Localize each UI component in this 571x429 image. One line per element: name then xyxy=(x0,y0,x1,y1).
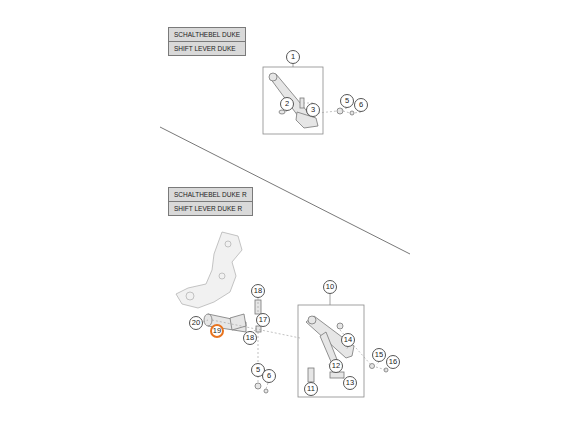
callout-number-text: 16 xyxy=(389,358,397,366)
callout-number: 18 xyxy=(243,331,257,345)
divider-line xyxy=(160,127,410,254)
callout-number: 16 xyxy=(386,355,400,369)
title-text: SCHALTHEBEL DUKE R xyxy=(168,187,253,202)
callout-number: 6 xyxy=(262,369,276,383)
callout-number: 14 xyxy=(341,333,355,347)
callout-number: 15 xyxy=(372,348,386,362)
leader-line xyxy=(330,294,331,305)
callout-number: 5 xyxy=(340,94,354,108)
callout-number: 12 xyxy=(329,359,343,373)
shift-lever-duke-r xyxy=(204,300,388,393)
callout-number-text: 20 xyxy=(192,319,200,327)
callout-number-text: 11 xyxy=(307,385,315,393)
title-text: SCHALTHEBEL DUKE xyxy=(168,27,246,42)
leader-line xyxy=(293,64,294,67)
callout-number: 20 xyxy=(189,316,203,330)
group-frame xyxy=(263,67,323,134)
callout-number-text: 19 xyxy=(213,327,221,335)
leader-line xyxy=(203,298,386,389)
callout-number: 10 xyxy=(323,280,337,294)
callout-number: 19 xyxy=(210,324,224,338)
callout-number-text: 6 xyxy=(267,372,271,380)
callout-number-text: 3 xyxy=(311,106,315,114)
callout-number-text: 13 xyxy=(346,379,354,387)
callout-number-text: 18 xyxy=(254,287,262,295)
shift-lever-duke xyxy=(269,73,354,128)
callout-number-text: 14 xyxy=(344,336,352,344)
title-box: SCHALTHEBEL DUKESHIFT LEVER DUKE xyxy=(168,27,246,56)
group-frame xyxy=(298,305,364,397)
footrest-bracket xyxy=(176,232,242,308)
callout-number-text: 10 xyxy=(326,283,334,291)
callout-number: 17 xyxy=(256,313,270,327)
callout-number-text: 1 xyxy=(291,53,295,61)
callout-number: 18 xyxy=(251,284,265,298)
callout-number-text: 15 xyxy=(375,351,383,359)
callout-number-text: 5 xyxy=(256,366,260,374)
callout-number-text: 12 xyxy=(332,362,340,370)
callout-number: 6 xyxy=(354,98,368,112)
title-text: SHIFT LEVER DUKE R xyxy=(168,202,253,216)
callout-number: 11 xyxy=(304,382,318,396)
callout-number-text: 17 xyxy=(259,316,267,324)
callout-number-text: 18 xyxy=(246,334,254,342)
callout-number-text: 5 xyxy=(345,97,349,105)
callout-number-text: 6 xyxy=(359,101,363,109)
title-text: SHIFT LEVER DUKE xyxy=(168,42,246,56)
callout-number: 13 xyxy=(343,376,357,390)
callout-number: 2 xyxy=(280,97,294,111)
callout-number: 1 xyxy=(286,50,300,64)
title-box: SCHALTHEBEL DUKE RSHIFT LEVER DUKE R xyxy=(168,187,253,216)
callout-number: 3 xyxy=(306,103,320,117)
callout-number-text: 2 xyxy=(285,100,289,108)
